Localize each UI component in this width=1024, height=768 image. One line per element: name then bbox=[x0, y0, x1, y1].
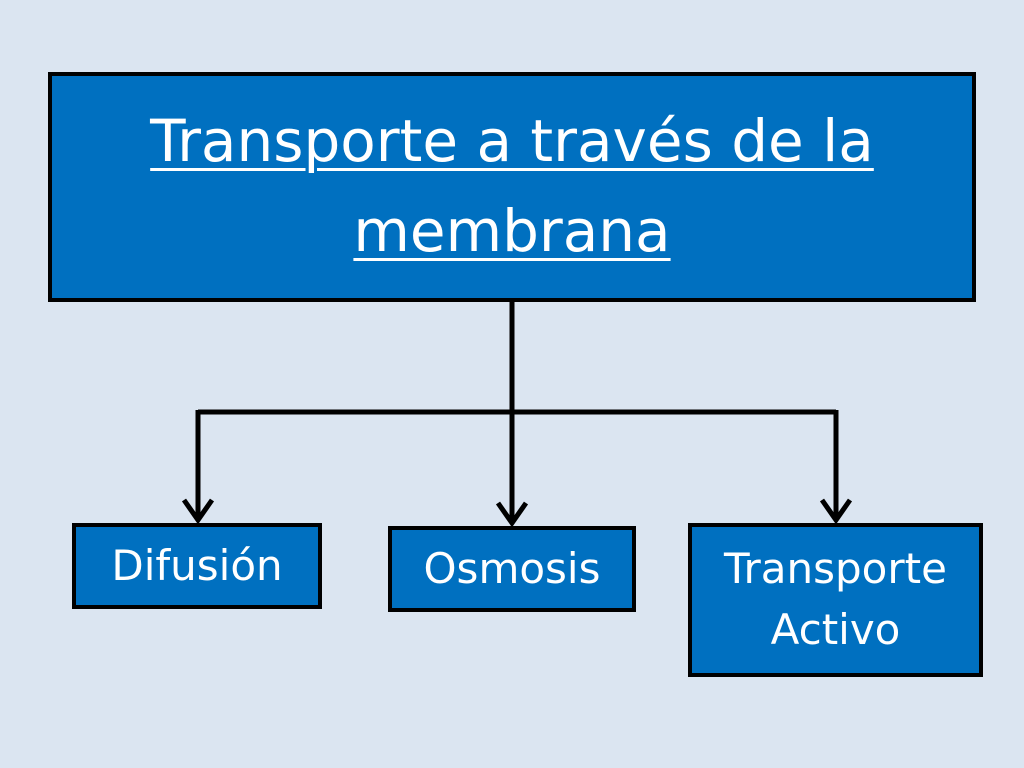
node-difusion: Difusión bbox=[72, 523, 322, 609]
arrowhead-activo bbox=[819, 498, 853, 525]
arrowhead-osmosis bbox=[495, 501, 529, 528]
node-label-transporte-activo: Transporte Activo bbox=[724, 544, 947, 654]
node-osmosis: Osmosis bbox=[388, 526, 636, 612]
node-label-osmosis: Osmosis bbox=[423, 543, 601, 593]
node-label-difusion: Difusión bbox=[111, 540, 283, 590]
title-box: Transporte a través de la membrana bbox=[48, 72, 976, 302]
node-transporte-activo: Transporte Activo bbox=[688, 523, 983, 677]
arrowhead-difusion bbox=[181, 498, 215, 525]
diagram-title: Transporte a través de la membrana bbox=[150, 107, 874, 265]
